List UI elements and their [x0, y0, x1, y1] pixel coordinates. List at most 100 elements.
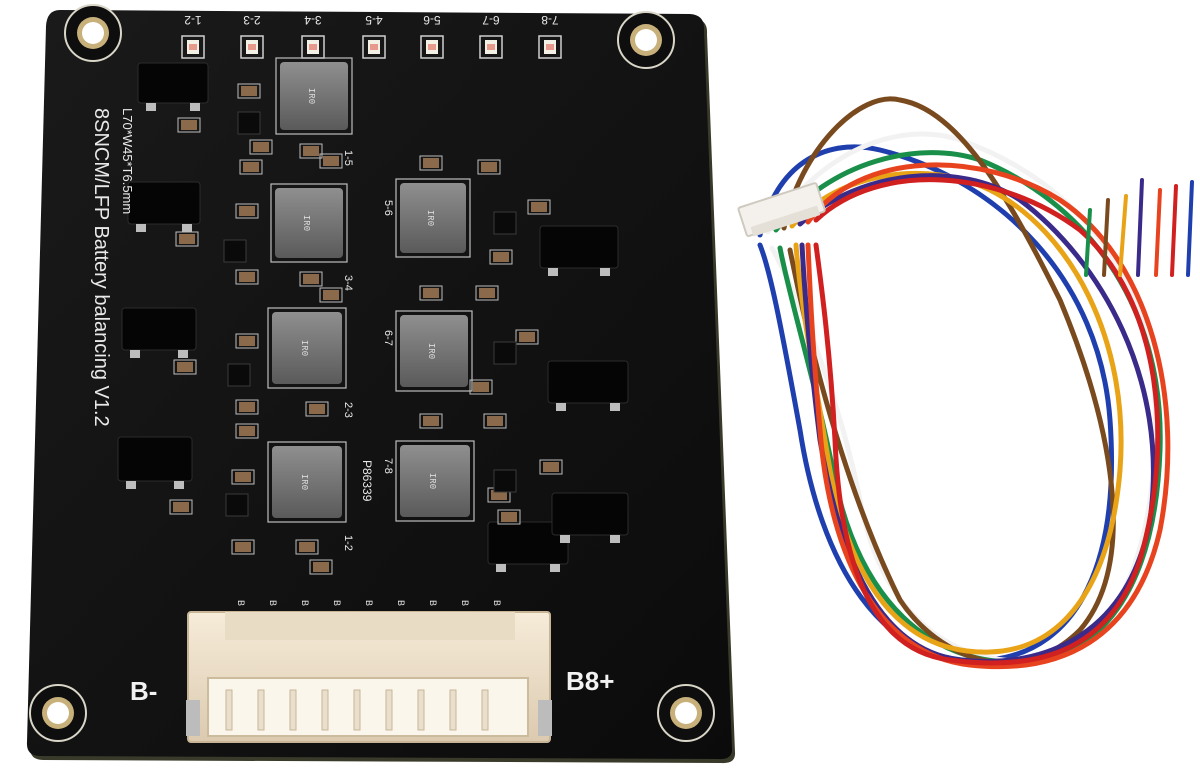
ic-chip — [493, 341, 517, 365]
capacitor — [239, 336, 255, 346]
board-dimensions: L70*W45*T6.5mm — [120, 108, 135, 214]
component-area: IR0IR0IR0IR0IR0IR0IR01-53-42-31-25-66-77… — [117, 57, 629, 575]
capacitor — [487, 416, 503, 426]
wire-end — [1170, 184, 1178, 277]
inductor-marking: IR0 — [426, 343, 436, 359]
wire-end — [1118, 194, 1128, 277]
capacitor — [313, 562, 329, 572]
capacitor — [501, 512, 517, 522]
inductor-marking: IR0 — [301, 215, 311, 231]
led-outline — [538, 35, 562, 59]
inductor — [272, 312, 342, 384]
capacitor — [491, 490, 507, 500]
capacitor — [423, 288, 439, 298]
capacitor — [323, 290, 339, 300]
wire-end — [1084, 208, 1092, 277]
board-title: 8SNCM/LFP Battery balancing V1.2 — [90, 108, 112, 427]
ic-chip — [225, 493, 249, 517]
led-outline — [420, 35, 444, 59]
pin-label: B — [236, 600, 246, 606]
led-label: 1-2 — [184, 13, 202, 27]
pin-label: B — [492, 600, 502, 606]
wire — [805, 162, 1171, 670]
capacitor — [303, 274, 319, 284]
ic-chip — [237, 111, 261, 135]
capacitor — [543, 462, 559, 472]
connector-pin — [257, 689, 265, 731]
wire — [789, 170, 1124, 655]
wire — [757, 144, 1114, 664]
led-label: 4-5 — [365, 13, 383, 27]
channel-label: 1-2 — [342, 535, 354, 551]
terminal-positive-label: B8+ — [566, 666, 614, 696]
capacitor — [179, 234, 195, 244]
inductor-marking: IR0 — [299, 340, 309, 356]
inductor-marking: IR0 — [425, 210, 435, 226]
channel-label: 2-3 — [342, 402, 354, 418]
channel-label: 7-8 — [382, 458, 394, 474]
capacitor — [531, 202, 547, 212]
mounting-holes — [29, 4, 715, 742]
inductor — [400, 183, 466, 253]
connector-pin — [481, 689, 489, 731]
channel-label: 3-4 — [342, 275, 354, 291]
capacitor — [239, 206, 255, 216]
inductor — [272, 446, 342, 518]
inductor-marking: IR0 — [306, 88, 316, 104]
inductor — [275, 188, 343, 258]
connector-pin — [289, 689, 297, 731]
transistor — [117, 436, 193, 482]
wire-end — [1186, 180, 1194, 277]
part-number: P86339 — [360, 460, 374, 502]
connector-pin — [449, 689, 457, 731]
capacitor — [253, 142, 269, 152]
transistor — [137, 62, 209, 104]
led-outline — [362, 35, 386, 59]
transistor — [539, 225, 619, 269]
wire-end — [1136, 178, 1144, 277]
transistor — [121, 307, 197, 351]
capacitor — [303, 146, 319, 156]
transistor — [127, 181, 201, 225]
led-label: 7-8 — [541, 13, 559, 27]
capacitor — [239, 402, 255, 412]
capacitor — [239, 272, 255, 282]
led-outline — [181, 35, 205, 59]
ic-chip — [227, 363, 251, 387]
transistor — [551, 492, 629, 536]
capacitor — [239, 426, 255, 436]
capacitor — [299, 542, 315, 552]
transistor — [547, 360, 629, 404]
capacitor — [423, 416, 439, 426]
capacitor — [473, 382, 489, 392]
inductor-marking: IR0 — [299, 474, 309, 490]
ic-chip — [493, 211, 517, 235]
connector-pin — [385, 689, 393, 731]
channel-label: 5-6 — [382, 200, 394, 216]
pin-label: B — [300, 600, 310, 606]
pin-label: B — [332, 600, 342, 606]
pin-label: B — [428, 600, 438, 606]
wire-end — [1102, 198, 1110, 277]
wire-end — [1154, 188, 1162, 277]
channel-label: 6-7 — [382, 330, 394, 346]
capacitor — [243, 162, 259, 172]
board-title-group: 8SNCM/LFP Battery balancing V1.2 L70*W45… — [90, 108, 135, 427]
pin-label: B — [268, 600, 278, 606]
capacitor — [481, 162, 497, 172]
led-label: 3-4 — [304, 13, 322, 27]
ic-chip — [223, 239, 247, 263]
terminal-negative-label: B- — [130, 676, 157, 706]
led-outline — [479, 35, 503, 59]
capacitor — [423, 158, 439, 168]
capacitor — [479, 288, 495, 298]
capacitor — [241, 86, 257, 96]
led-label: 5-6 — [423, 13, 441, 27]
capacitor — [173, 502, 189, 512]
jst-plug — [737, 182, 826, 238]
capacitor — [519, 332, 535, 342]
wire-harness — [757, 96, 1194, 670]
capacitor — [235, 542, 251, 552]
